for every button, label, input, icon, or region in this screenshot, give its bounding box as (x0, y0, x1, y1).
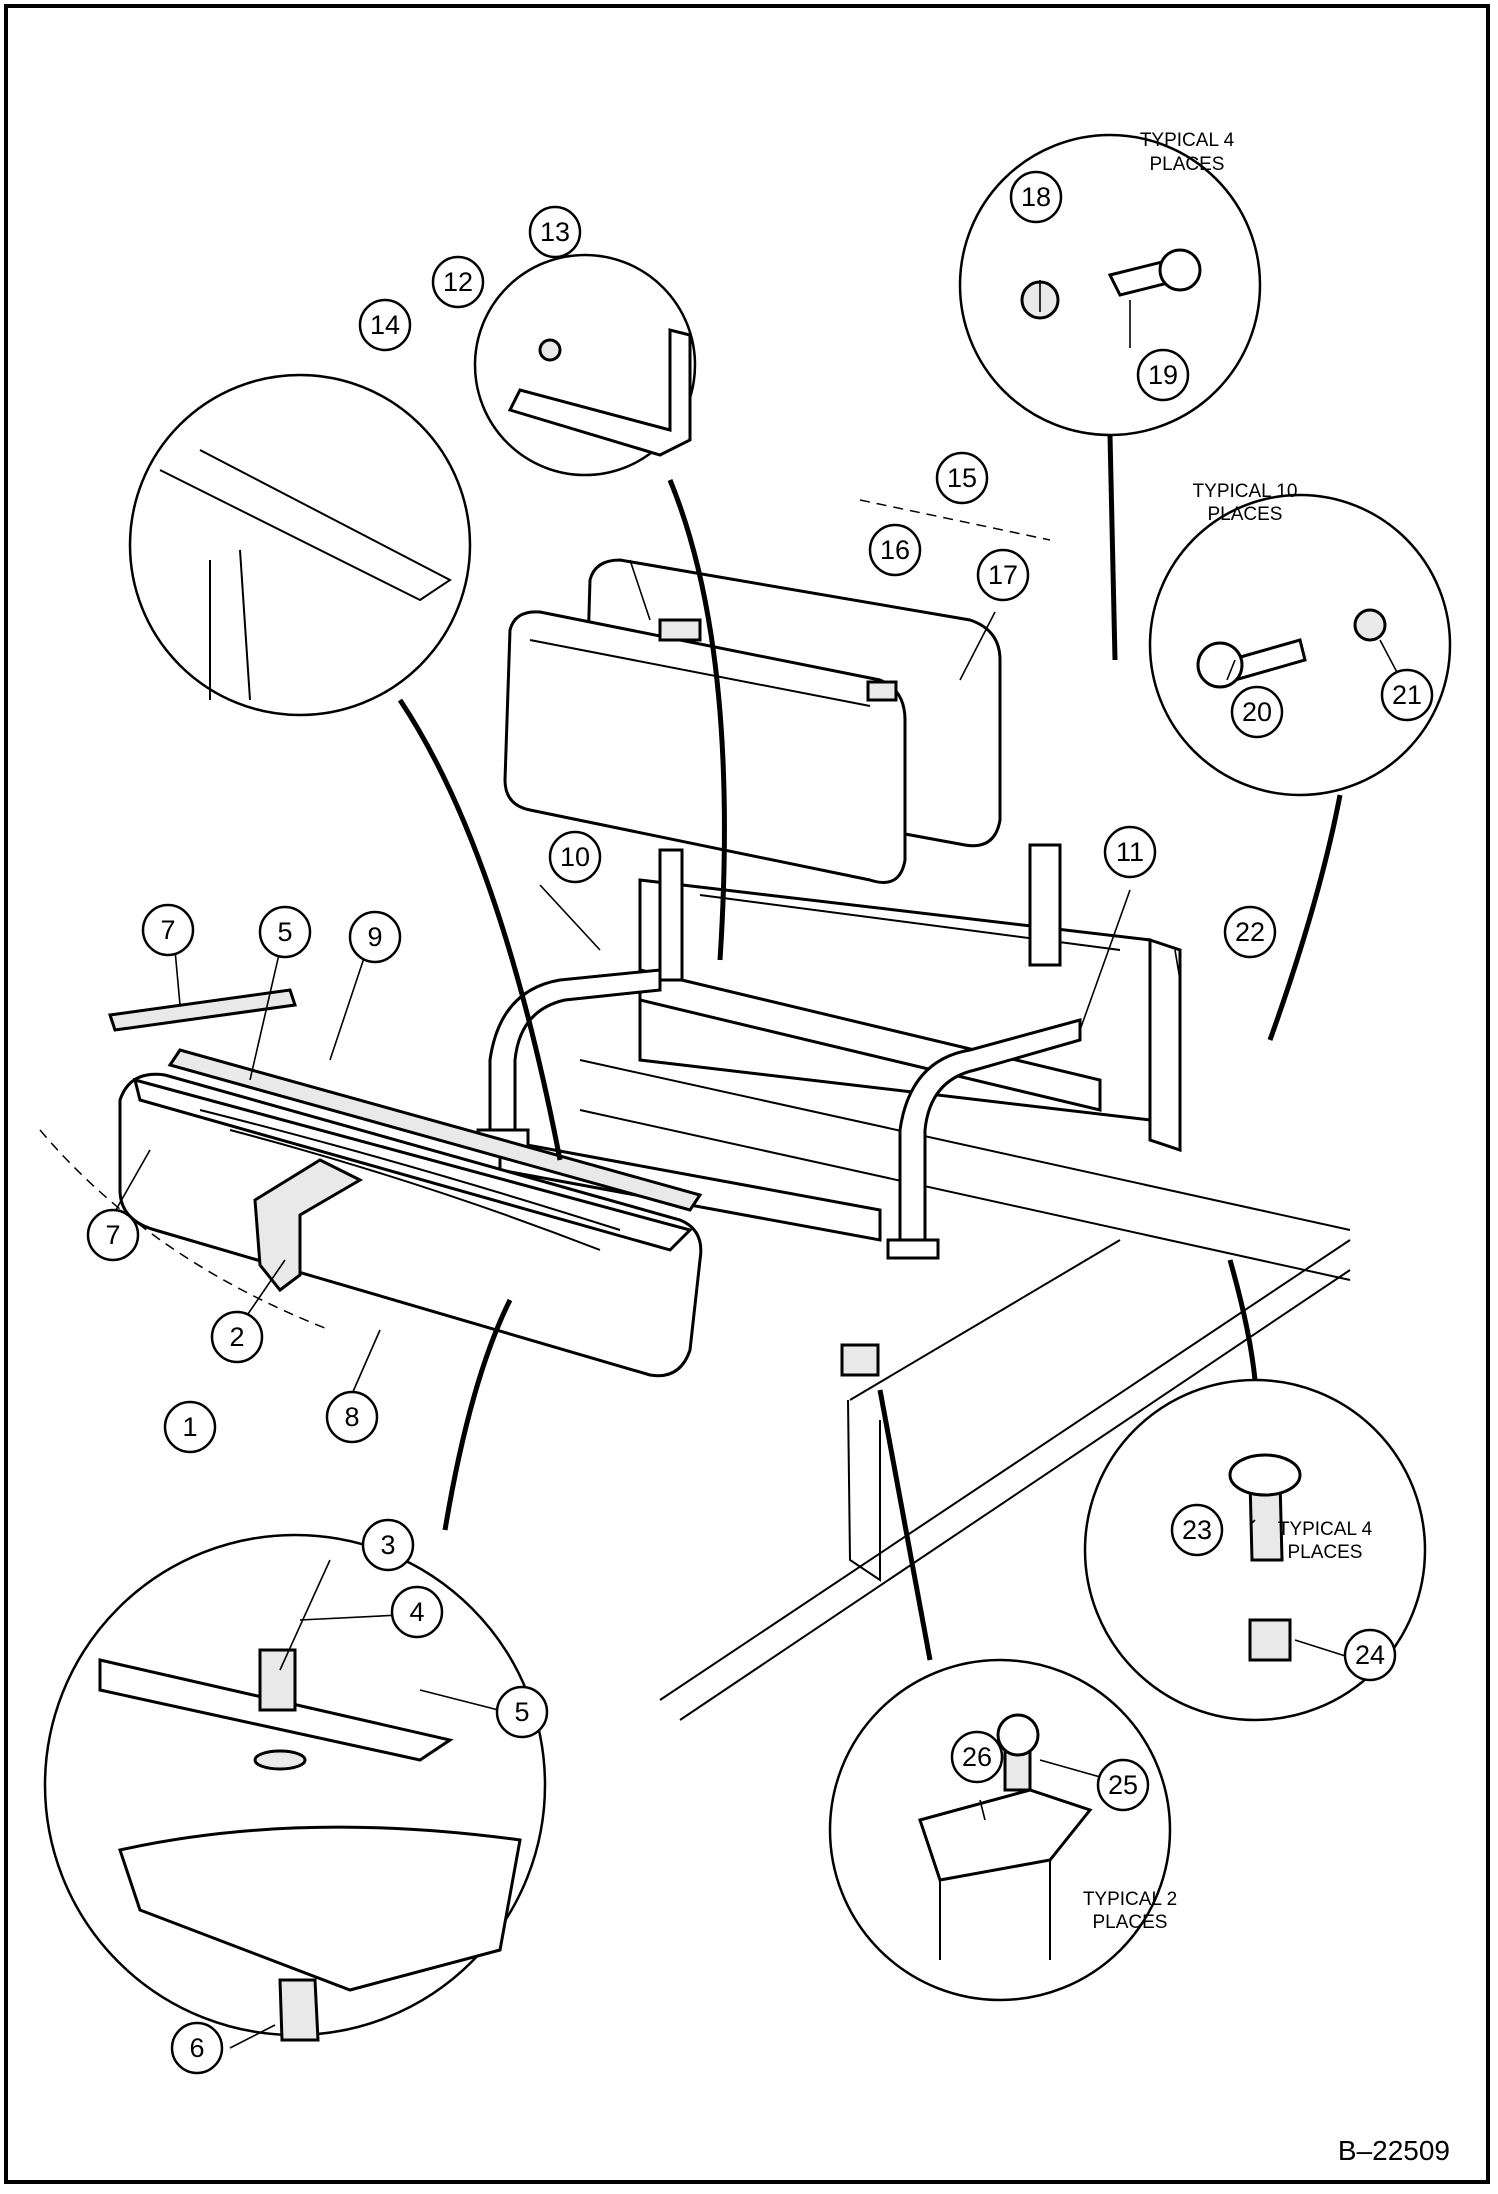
detail-circle-25-26 (828, 1658, 1172, 2002)
seat-bottom-trim (108, 988, 297, 1032)
callout-9: 9 (348, 910, 402, 964)
callout-9-label: 9 (367, 922, 382, 952)
callout-16-label: 16 (880, 535, 910, 565)
callout-25-label: 25 (1108, 1770, 1138, 1800)
note-typical-4-top-1: TYPICAL 4 (1140, 130, 1235, 151)
callout-7-bottom: 7 (86, 1208, 140, 1262)
callout-12-label: 12 (443, 267, 473, 297)
detail-circle-18-19 (958, 133, 1262, 437)
seat-back-clip-2 (866, 680, 898, 702)
callout-18-label: 18 (1021, 182, 1051, 212)
notes: TYPICAL 4 PLACES TYPICAL 10 PLACES TYPIC… (1083, 130, 1373, 1933)
callout-26-label: 26 (962, 1742, 992, 1772)
note-typical-2-2: PLACES (1093, 1912, 1168, 1933)
callout-16: 16 (868, 523, 922, 577)
callout-24-label: 24 (1355, 1640, 1385, 1670)
note-typical-4-right-2: PLACES (1288, 1542, 1363, 1563)
callout-4-label: 4 (409, 1597, 424, 1627)
figure-id: B–22509 (1338, 2135, 1450, 2166)
callout-7-top: 7 (141, 903, 195, 957)
callout-4: 4 (390, 1585, 444, 1639)
seat-support-bracket-left (488, 968, 662, 1132)
callout-5-label: 5 (277, 917, 292, 947)
callout-22-label: 22 (1235, 917, 1265, 947)
callout-23-label: 23 (1182, 1515, 1212, 1545)
seat-back-clip (658, 618, 702, 642)
callout-11: 11 (1103, 825, 1157, 879)
seat-support-cap (840, 1343, 880, 1377)
callout-20-label: 20 (1242, 697, 1272, 727)
seat-bottom-cushion (118, 1072, 703, 1378)
callout-10: 10 (548, 830, 602, 884)
callouts: 1 2 3 4 5 5 6 7 7 8 9 10 11 12 13 14 15 … (86, 170, 1434, 2075)
seat-back-assembly (503, 558, 1002, 884)
callout-11-label: 11 (1116, 837, 1144, 867)
callout-7-bottom-label: 7 (105, 1220, 120, 1250)
detail-circle-13 (473, 253, 697, 477)
detail-circle-20-21 (1148, 493, 1452, 797)
seat-back-cushion (503, 610, 907, 884)
callout-24: 24 (1343, 1628, 1397, 1682)
note-typical-10-2: PLACES (1208, 504, 1283, 525)
callout-2-label: 2 (229, 1322, 244, 1352)
callout-12: 12 (431, 255, 485, 309)
seat-support-bracket-right (898, 1018, 1082, 1242)
callout-22: 22 (1223, 905, 1277, 959)
callout-25: 25 (1096, 1758, 1150, 1812)
note-typical-10-1: TYPICAL 10 (1193, 481, 1298, 502)
callout-15: 15 (935, 451, 989, 505)
callout-19: 19 (1136, 348, 1190, 402)
callout-15-label: 15 (947, 463, 977, 493)
seat-bottom-latch (253, 1158, 364, 1293)
callout-26: 26 (950, 1730, 1004, 1784)
detail-circle-3-6 (43, 1533, 547, 2042)
callout-7-top-label: 7 (160, 915, 175, 945)
callout-6: 6 (170, 2021, 224, 2075)
callout-19-label: 19 (1148, 360, 1178, 390)
pointer-arrows (397, 434, 1343, 1661)
detail-circle-23-24 (1083, 1378, 1427, 1722)
callout-5: 5 (258, 905, 312, 959)
note-typical-4-right-1: TYPICAL 4 (1278, 1519, 1373, 1540)
callout-8: 8 (325, 1390, 379, 1444)
callout-5-detail: 5 (495, 1685, 549, 1739)
callout-1: 1 (163, 1400, 217, 1454)
callout-18: 18 (1009, 170, 1063, 224)
callout-23: 23 (1170, 1503, 1224, 1557)
callout-2: 2 (210, 1310, 264, 1364)
note-typical-2-1: TYPICAL 2 (1083, 1889, 1177, 1910)
vehicle-floor (579, 1059, 1351, 1721)
callout-6-label: 6 (189, 2033, 204, 2063)
callout-1-label: 1 (182, 1412, 197, 1442)
callout-5-detail-label: 5 (514, 1697, 529, 1727)
seat-hinge-angle (167, 1048, 703, 1212)
callout-17-label: 17 (988, 560, 1018, 590)
callout-17: 17 (976, 548, 1030, 602)
detail-circle-14 (128, 373, 472, 717)
callout-21: 21 (1380, 668, 1434, 722)
callout-13: 13 (528, 205, 582, 259)
callout-3-label: 3 (380, 1530, 395, 1560)
callout-14-label: 14 (370, 310, 400, 340)
callout-14: 14 (358, 298, 412, 352)
callout-13-label: 13 (540, 217, 570, 247)
note-typical-4-top-2: PLACES (1150, 154, 1225, 175)
callout-3: 3 (361, 1518, 415, 1572)
callout-8-label: 8 (344, 1402, 359, 1432)
seat-bottom-assembly (108, 988, 703, 1378)
callout-21-label: 21 (1392, 680, 1422, 710)
callout-10-label: 10 (560, 842, 590, 872)
callout-20: 20 (1230, 685, 1284, 739)
